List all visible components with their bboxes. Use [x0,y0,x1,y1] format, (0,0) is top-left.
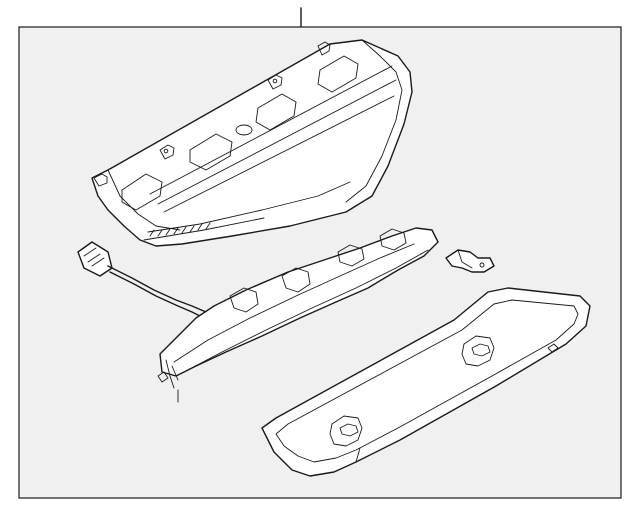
lamp-housing [91,39,413,247]
lamp-bracket [157,227,439,403]
retaining-clip [445,249,495,273]
wiring-harness-connector [77,241,207,319]
lamp-cover-panel [261,287,591,477]
